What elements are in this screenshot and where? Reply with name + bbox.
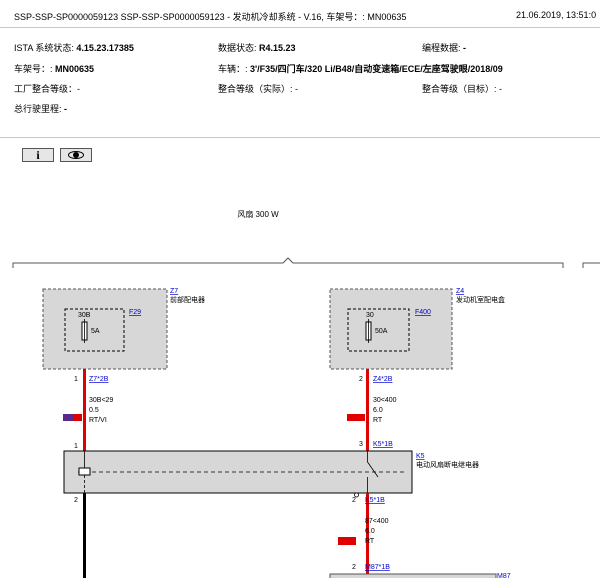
m87-1b-link[interactable]: M87*1B — [365, 564, 390, 571]
f29-rating: 5A — [91, 328, 100, 335]
z7-fuse-box — [64, 308, 125, 352]
ista-status: ISTA 系统状态: 4.15.23.17385 — [14, 41, 134, 54]
data-status-label: 数据状态: — [218, 43, 257, 53]
wire-k5-out-pin-bottom: 2 — [352, 564, 356, 571]
k5-switch-contact — [367, 461, 379, 478]
eye-icon — [68, 151, 84, 159]
data-status-value: R4.15.23 — [259, 43, 296, 53]
f29-link[interactable]: F29 — [129, 309, 141, 316]
k5-coil-symbol — [78, 467, 91, 476]
k5-out-terminal — [354, 492, 359, 498]
z7-name: 前部配电器 — [170, 295, 205, 304]
wire-right-signal: 30<400 — [373, 397, 397, 404]
f400-rating: 50A — [375, 328, 388, 335]
wire-left-out-pin: 2 — [74, 497, 78, 504]
vin-label: 车架号：: — [14, 64, 53, 74]
diagram-bracket-next — [582, 262, 600, 268]
k5-1b-bottom-link[interactable]: K5*1B — [365, 497, 385, 504]
f400-link[interactable]: F400 — [415, 309, 431, 316]
wire-right-swatch — [347, 414, 365, 421]
wire-left-pin-bottom: 1 — [74, 443, 78, 450]
wire-left-swatch-violet — [63, 414, 73, 421]
vin: 车架号：: MN00635 — [14, 62, 94, 75]
ista-status-value: 4.15.23.17385 — [76, 43, 134, 53]
m87-link[interactable]: M87 — [497, 573, 511, 578]
programming-data-label: 编程数据: — [422, 43, 461, 53]
k5-link[interactable]: K5 — [416, 453, 425, 460]
wire-left-color: RT/VI — [89, 417, 107, 424]
m87-component — [329, 573, 497, 578]
diagram-bracket — [12, 257, 564, 268]
z7-2b-link[interactable]: Z7*2B — [89, 376, 109, 383]
wire-k5-out-pin-top: 2 — [352, 497, 356, 504]
wire-k5-out-signal: 87<400 — [365, 518, 389, 525]
vehicle-value: 3'/F35/四门车/320 Li/B48/自动变速箱/ECE/左座驾驶眼/20… — [250, 64, 503, 74]
factory-integration-level: 工厂整合等级：- — [14, 84, 80, 94]
vin-value: MN00635 — [55, 64, 95, 74]
wire-right-pin-bottom: 3 — [359, 441, 363, 448]
view-button[interactable] — [60, 148, 92, 162]
target-integration-level: 整合等级（目标）: - — [422, 84, 502, 94]
info-button[interactable]: i — [22, 148, 54, 162]
wire-left-size: 0.5 — [89, 407, 99, 414]
info-icon: i — [36, 148, 40, 162]
z4-2b-link[interactable]: Z4*2B — [373, 376, 393, 383]
wire-right-size: 6.0 — [373, 407, 383, 414]
k5-name: 电动风扇断电继电器 — [416, 460, 479, 469]
wire-right-pin-top: 2 — [359, 376, 363, 383]
wire-left-swatch-red — [73, 414, 82, 421]
z4-fuse-pin: 30 — [366, 312, 374, 319]
k5-1b-top-link[interactable]: K5*1B — [373, 441, 393, 448]
z4-fuse-box — [347, 308, 410, 352]
diagram-title: 风扇 300 W — [237, 209, 279, 219]
actual-integration-level: 整合等级（实际）: - — [218, 84, 298, 94]
z7-component — [42, 288, 168, 370]
wire-k5-out-color: RT — [365, 538, 375, 545]
mileage-label: 总行驶里程: — [14, 104, 62, 114]
wire-left-signal: 30B<29 — [89, 397, 113, 404]
vehicle: 车辆：: 3'/F35/四门车/320 Li/B48/自动变速箱/ECE/左座驾… — [218, 62, 503, 75]
ista-status-label: ISTA 系统状态: — [14, 43, 74, 53]
programming-data-value: - — [463, 43, 467, 53]
z4-component — [329, 288, 453, 370]
mileage: 总行驶里程: - — [14, 102, 67, 115]
wire-right-color: RT — [373, 417, 383, 424]
z7-link[interactable]: Z7 — [170, 288, 178, 295]
data-status: 数据状态: R4.15.23 — [218, 41, 296, 54]
info-divider — [0, 137, 600, 138]
programming-data: 编程数据: - — [422, 41, 466, 54]
z4-link[interactable]: Z4 — [456, 288, 464, 295]
document-title: SSP-SSP-SP0000059123 SSP-SSP-SP000005912… — [14, 12, 407, 22]
vehicle-label: 车辆：: — [218, 64, 248, 74]
document-datetime: 21.06.2019, 13:51:0 — [516, 10, 597, 20]
wire-left-pin-top: 1 — [74, 376, 78, 383]
mileage-value: - — [64, 104, 68, 114]
z4-name: 发动机室配电盒 — [456, 295, 505, 304]
header-divider — [0, 27, 600, 28]
z7-fuse-pin: 30B — [78, 312, 91, 319]
wire-k5-out-size: 6.0 — [365, 528, 375, 535]
wire-k5-out-swatch — [338, 537, 356, 545]
